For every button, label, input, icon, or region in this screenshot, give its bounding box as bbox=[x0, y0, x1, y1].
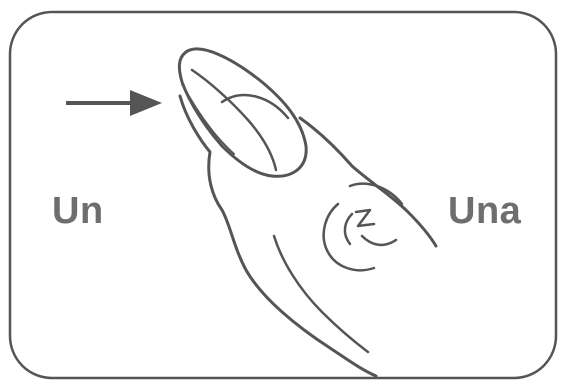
nail-inner-edge bbox=[181, 83, 235, 155]
nail-cuticle-line bbox=[220, 93, 290, 120]
finger-left-outline bbox=[178, 94, 378, 378]
knuckle-wrinkle-inner bbox=[360, 234, 398, 247]
knuckle-outline bbox=[348, 182, 404, 206]
knuckle-wrinkle-z bbox=[354, 208, 376, 228]
nail-plate-line bbox=[190, 68, 278, 172]
finger-icon bbox=[177, 47, 438, 378]
label-una: Una bbox=[448, 190, 522, 232]
frame-border bbox=[8, 10, 558, 380]
right-arrow-icon bbox=[66, 90, 162, 116]
knuckle-wrinkle-middle bbox=[343, 212, 354, 246]
finger-right-outline bbox=[298, 116, 438, 248]
label-un: Un bbox=[52, 190, 104, 232]
knuckle-wrinkle-outer bbox=[322, 202, 376, 272]
finger-fold-line bbox=[272, 234, 370, 354]
fingernail-outline bbox=[177, 47, 308, 178]
